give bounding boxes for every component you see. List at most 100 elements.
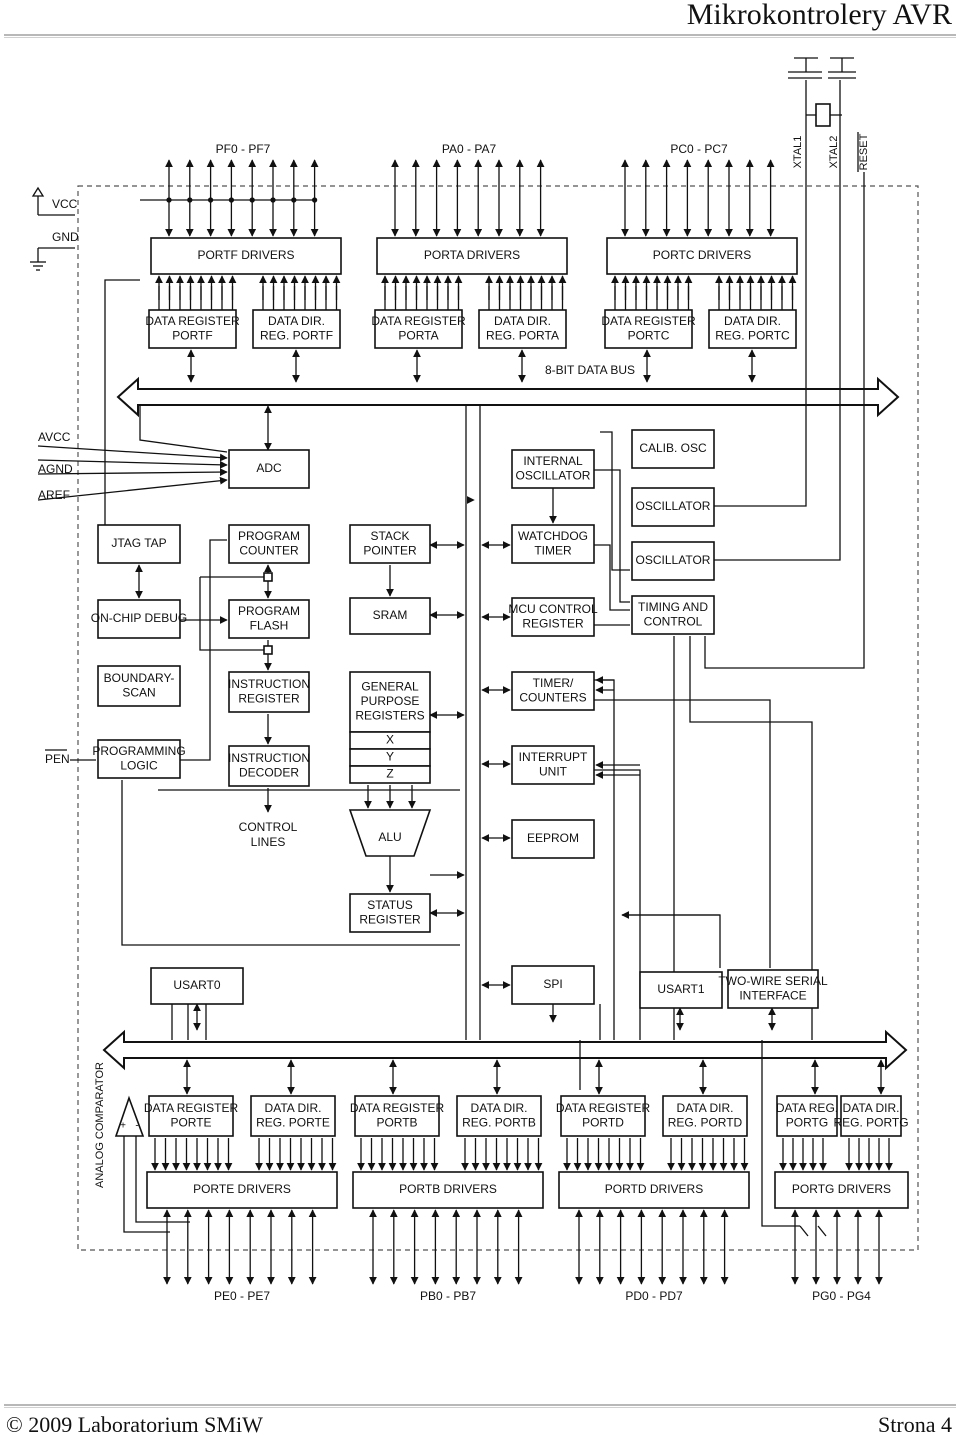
gpr-z (349, 765, 431, 784)
boundary-scan-block-label: BOUNDARY- (104, 671, 175, 685)
adc-portf-line (139, 404, 228, 453)
header-rule (4, 34, 956, 38)
watchdog-timer-block-label: WATCHDOG (518, 529, 588, 543)
control-lines-label: CONTROL (239, 820, 298, 834)
data-register-portd-label: DATA REGISTER (556, 1101, 651, 1115)
instruction-register-block-label: REGISTER (238, 691, 300, 705)
comparator-in-plus (123, 1136, 170, 1233)
instruction-decoder-block-label: DECODER (239, 765, 299, 779)
boundary-scan-block (97, 665, 181, 707)
drivers-porta-label: PORTA DRIVERS (424, 248, 520, 262)
analog-comparator-symbol (114, 1095, 145, 1137)
programming-logic-block-label: PROGRAMMING (92, 744, 185, 758)
interrupt-unit-block (511, 745, 595, 785)
xtal2-line (714, 80, 841, 561)
two-wire-interface-block-label: INTERFACE (739, 988, 806, 1002)
data-register-porta-label: DATA REGISTER (371, 314, 466, 328)
wdt-timing-line (594, 544, 630, 611)
data-dir-register-portg-label: REG. PORTG (833, 1115, 908, 1129)
spi-block (511, 965, 595, 1005)
gpr-block (349, 671, 431, 733)
adc-block-label: ADC (256, 461, 282, 475)
data-dir-register-porte-label: DATA DIR. (265, 1101, 322, 1115)
footer-page-number: Strona 4 (878, 1412, 952, 1437)
stack-pointer-block-label: STACK (370, 529, 409, 543)
data-bus-top-label: 8-BIT DATA BUS (545, 363, 635, 377)
usart1-block (639, 971, 723, 1009)
interrupt-unit-block-label: UNIT (539, 764, 568, 778)
eeprom-block-label: EEPROM (527, 831, 579, 845)
gpr-block-label: GENERAL (361, 680, 419, 694)
data-bus-top (116, 376, 900, 418)
data-dir-register-porta (478, 309, 567, 349)
data-dir-register-porte-label: REG. PORTE (256, 1115, 330, 1129)
calib-osc-block (631, 429, 715, 469)
mcu-control-register-block-label: REGISTER (522, 616, 584, 630)
reset-line (704, 172, 865, 669)
port-label-pd: PD0 - PD7 (625, 1289, 683, 1303)
watchdog-timer-block-label: TIMER (534, 543, 572, 557)
boundary-scan-block-label: SCAN (122, 685, 155, 699)
instruction-decoder-block (228, 745, 310, 787)
avcc-arrow (37, 445, 228, 462)
data-dir-register-portg-label: DATA DIR. (843, 1101, 900, 1115)
drivers-porte (146, 1171, 338, 1209)
jtag-portf-line (104, 279, 140, 525)
data-dir-register-portf-label: DATA DIR. (268, 314, 325, 328)
on-chip-debug-block-label: ON-CHIP DEBUG (91, 611, 187, 625)
stack-pointer-block (349, 524, 431, 564)
drivers-porta (376, 237, 568, 275)
interrupt-unit-block-label: INTERRUPT (519, 750, 588, 764)
gpr-block-label: PURPOSE (361, 694, 420, 708)
jtag-tap-block (97, 524, 181, 564)
instruction-register-block-label: INSTRUCTION (228, 677, 310, 691)
control-lines-label-2: LINES (251, 835, 286, 849)
proglogic-pc-line (180, 539, 227, 761)
data-bus-bottom (102, 1029, 908, 1071)
internal-oscillator-block (511, 449, 595, 489)
label-gnd: GND (52, 230, 79, 244)
data-dir-register-porta-label: DATA DIR. (494, 314, 551, 328)
timing-control-block-label: TIMING AND (638, 600, 708, 614)
program-counter-block-label: COUNTER (239, 543, 299, 557)
timer-twi-line (594, 699, 771, 968)
program-flash-block-label: PROGRAM (238, 604, 300, 618)
watchdog-timer-block (511, 524, 595, 564)
data-dir-register-portc-label: REG. PORTC (715, 328, 790, 342)
drivers-portg (774, 1171, 909, 1209)
data-register-porte-label: DATA REGISTER (144, 1101, 239, 1115)
drivers-portd-label: PORTD DRIVERS (605, 1182, 703, 1196)
label-avcc: AVCC (38, 430, 71, 444)
agnd-arrow (37, 468, 228, 476)
jtag-tap-block-label: JTAG TAP (111, 536, 166, 550)
label-pen: PEN (45, 752, 70, 766)
data-dir-register-portc-label: DATA DIR. (724, 314, 781, 328)
drivers-portd (558, 1171, 750, 1209)
data-dir-register-portd (662, 1095, 748, 1137)
stack-pointer-block-label: POINTER (363, 543, 417, 557)
drivers-portc-label: PORTC DRIVERS (653, 248, 751, 262)
on-chip-debug-block (97, 599, 181, 639)
oscillator-1-block-label: OSCILLATOR (636, 499, 711, 513)
timer-counters-block (511, 671, 595, 711)
comparator-in-minus (135, 1136, 190, 1223)
intunit-port-link (594, 769, 641, 1040)
label-analog-comparator: ANALOG COMPARATOR (94, 1062, 106, 1188)
data-dir-register-porta-label: REG. PORTA (486, 328, 559, 342)
timer-counters-block-label: COUNTERS (519, 690, 586, 704)
usart1-feed-line (622, 914, 721, 968)
timing-ext-line (689, 636, 813, 1040)
oscillator-2-block-label: OSCILLATOR (636, 553, 711, 567)
data-register-portg (776, 1095, 838, 1137)
data-dir-register-portg (840, 1095, 902, 1137)
status-register-block-label: STATUS (367, 898, 413, 912)
data-register-porta (374, 309, 463, 349)
program-flash-block (228, 599, 310, 639)
xtal1-line (714, 80, 807, 507)
data-register-porta-label: PORTA (398, 328, 438, 342)
gpr-z-label: Z (386, 767, 393, 781)
data-register-portd (560, 1095, 646, 1137)
usart1-block-label: USART1 (657, 982, 704, 996)
data-dir-register-portb (456, 1095, 542, 1137)
pc-junction (263, 572, 273, 582)
